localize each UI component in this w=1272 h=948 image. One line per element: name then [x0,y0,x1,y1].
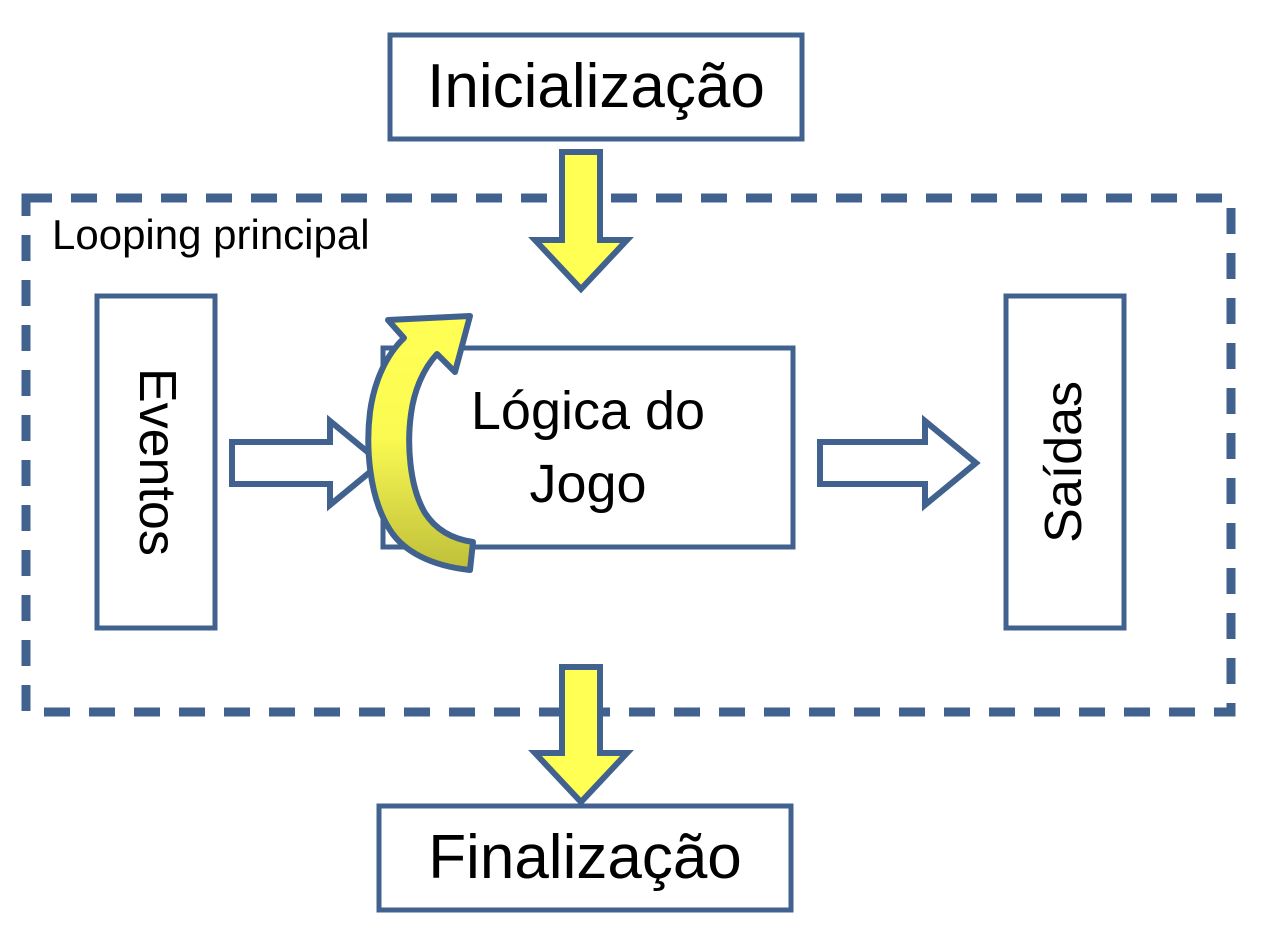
initialization-box [387,32,805,142]
right-arrow-events-to-logic-icon [229,414,386,512]
circular-loop-arrow-icon [365,313,476,573]
loop-container-border [21,193,1236,717]
game-logic-box [380,345,796,550]
down-arrow-init-to-loop-icon [528,149,634,294]
right-arrow-logic-to-outputs-icon [817,414,981,512]
events-box [94,293,218,631]
outputs-box [1003,293,1127,631]
finalization-box [376,803,794,913]
down-arrow-loop-to-finalization-icon [528,664,634,807]
